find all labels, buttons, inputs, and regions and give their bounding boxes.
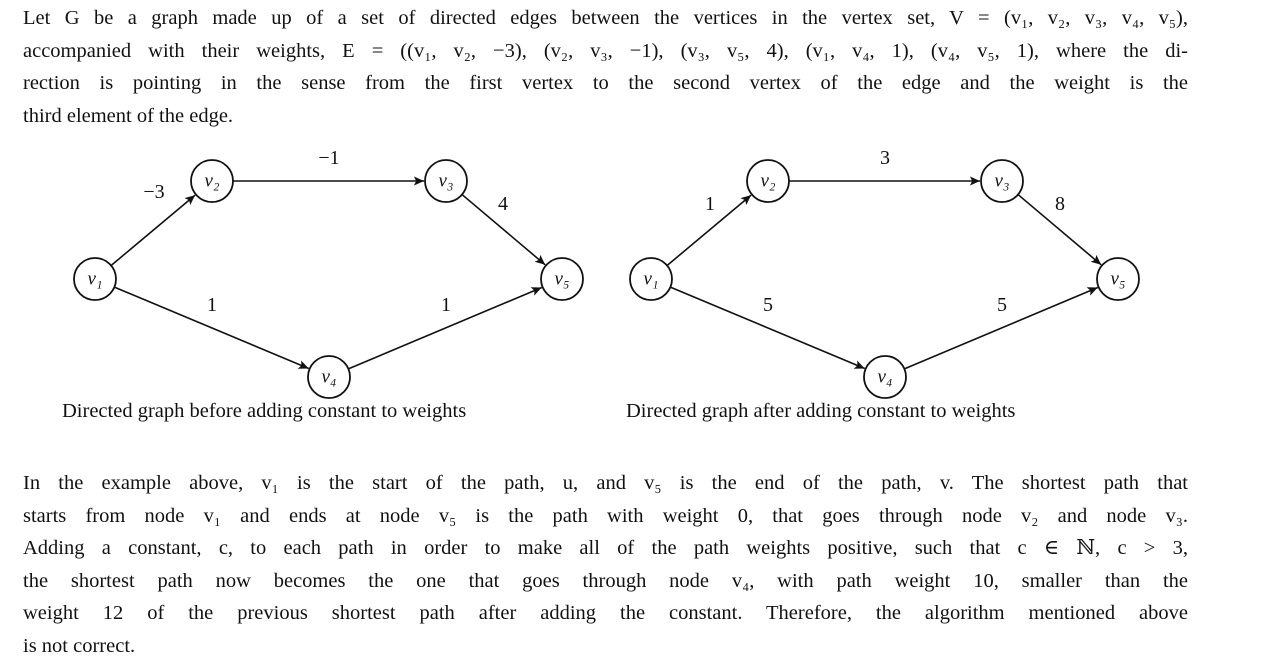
edge-weight-label: 1 xyxy=(207,294,217,316)
edge-weight-label: 1 xyxy=(705,193,715,215)
node-label: v₄ xyxy=(321,367,336,388)
node-label: v₂ xyxy=(204,171,219,192)
edge-weight-label: 8 xyxy=(1055,193,1065,215)
node-label: v₂ xyxy=(760,171,775,192)
node-label: v₃ xyxy=(438,171,453,192)
edge-weight-label: 1 xyxy=(441,294,451,316)
conclusion-line: weight 12 of the previous shortest path … xyxy=(23,597,1188,630)
edge-weight-label: 3 xyxy=(880,147,890,169)
edge-weight-label: 5 xyxy=(763,294,773,316)
conclusion-line: In the example above, v₁ is the start of… xyxy=(23,467,1188,500)
conclusion-paragraph: In the example above, v₁ is the start of… xyxy=(23,467,1188,662)
graph-after: 1 3 8 5 5 v₁ v₂ v₃ v₄ v₅ xyxy=(630,147,1139,398)
conclusion-line: starts from node v₁ and ends at node v₅ … xyxy=(23,500,1188,533)
node-label: v₁ xyxy=(643,269,658,290)
edge-weight-label: −3 xyxy=(143,181,164,203)
graph-before: −3 −1 4 1 1 v₁ v₂ v₃ v₄ v₅ xyxy=(74,147,583,398)
node-label: v₄ xyxy=(877,367,892,388)
conclusion-line: Adding a constant, c, to each path in or… xyxy=(23,532,1188,565)
conclusion-line: is not correct. xyxy=(23,630,1188,662)
graphs-figure: −3 −1 4 1 1 v₁ v₂ v₃ v₄ v₅ 1 3 8 5 5 v₁ v₂ v₃ v₄ v₅ xyxy=(0,0,1285,400)
node-label: v₃ xyxy=(994,171,1009,192)
edge-arrow xyxy=(111,195,195,265)
node-label: v₅ xyxy=(554,269,569,290)
node-label: v₁ xyxy=(87,269,102,290)
caption-before: Directed graph before adding constant to… xyxy=(62,400,466,423)
conclusion-line: the shortest path now becomes the one th… xyxy=(23,565,1188,598)
caption-after: Directed graph after adding constant to … xyxy=(626,400,1015,423)
edge-weight-label: −1 xyxy=(318,147,339,169)
edge-weight-label: 4 xyxy=(498,193,508,215)
node-label: v₅ xyxy=(1110,269,1125,290)
edge-weight-label: 5 xyxy=(997,294,1007,316)
